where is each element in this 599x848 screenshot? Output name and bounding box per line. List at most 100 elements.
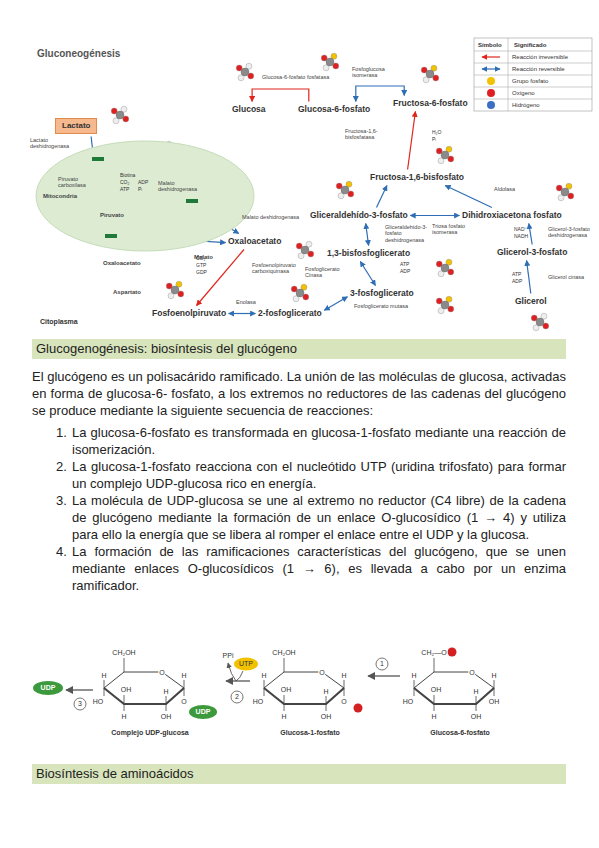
atom: [241, 68, 249, 76]
phosphate-dot: [448, 648, 457, 657]
bond: [284, 695, 285, 704]
bond: [124, 704, 125, 711]
reaction-connector: [252, 89, 309, 102]
atom-label: CH₂OH: [111, 649, 136, 656]
bond: [124, 658, 125, 672]
enzyme-label: Fosfoglicerato mutasa: [354, 303, 409, 309]
atom-label: HO: [92, 698, 105, 705]
list-item: La glucosa-1-fosfato reacciona con el nu…: [72, 458, 566, 492]
node-text: Glucosa-6-fosfato: [298, 104, 370, 115]
atom-label: H: [472, 688, 479, 695]
atom: [301, 246, 309, 254]
atom-label: OH: [488, 698, 501, 705]
label: Complejo UDP-glucosa: [111, 729, 188, 737]
utp-pill: [234, 658, 258, 671]
metabolite-label: Oxaloacetato: [228, 236, 281, 247]
bond: [184, 680, 185, 688]
atom: [171, 286, 179, 294]
node-text: Dihidroxiacetona fosfato: [462, 210, 562, 221]
atom-label: H: [120, 713, 127, 720]
metabolite-label: Fosfoenolpiruvato: [152, 308, 226, 319]
atom-label: HO: [252, 698, 265, 705]
legend-grid: [474, 38, 592, 111]
node-text: Lactato: [62, 121, 90, 131]
node-text: Oxaloacetato: [228, 236, 281, 247]
atom: [116, 111, 124, 119]
reaction-connector: [197, 250, 245, 306]
section-band: Biosíntesis de aminoácidos: [32, 764, 566, 784]
label: PPi: [223, 652, 234, 660]
bond: [284, 704, 285, 711]
atom-label: H: [100, 672, 107, 679]
callout-circle: [231, 691, 243, 703]
metabolite-label: Fructosa-6-fosfato: [393, 98, 468, 109]
mitochondrion-shape: [36, 141, 254, 251]
enzyme-label: Malato deshidrogenasa: [242, 214, 314, 220]
list-number: 4.: [56, 543, 67, 560]
atom-label: O: [318, 669, 325, 676]
atom: [561, 188, 569, 196]
reaction-connector: [529, 224, 532, 245]
label: ATP: [400, 262, 409, 268]
paragraph: El glucógeno es un polisacárido ramifica…: [32, 368, 566, 419]
atom-label: OH: [160, 713, 173, 720]
atom-label: OH: [470, 713, 483, 720]
enzyme-label: Enolasa: [236, 299, 266, 305]
reaction-arrow: [228, 663, 236, 681]
label: Significado: [514, 42, 546, 49]
atom-label: H: [340, 672, 347, 679]
node-text: Glucosa: [232, 104, 266, 115]
legend-text: Oxígeno: [512, 90, 535, 97]
reaction-connector: [410, 215, 459, 216]
label: Pᵢ: [138, 187, 142, 193]
atom: [341, 186, 349, 194]
label: ADP: [512, 279, 522, 285]
list-number: 3.: [56, 492, 67, 509]
ring-outline: [264, 672, 344, 688]
atom: [326, 58, 334, 66]
label: Biotina: [120, 173, 135, 179]
label: GTP: [196, 263, 206, 269]
label: ADP: [400, 269, 410, 275]
metabolite-label: Glicerol: [515, 296, 547, 307]
node-text: Piruvato: [100, 210, 124, 220]
atom-label: OH: [280, 686, 293, 693]
atom: [536, 318, 544, 326]
legend-arrow-sample: [482, 68, 500, 69]
ring-outline: [414, 672, 494, 688]
mitochondrion-region: MitocondriaPiruvatoOxaloacetatoMalatoAsp…: [35, 140, 255, 252]
node-text: Fosfoenolpiruvato: [152, 308, 226, 319]
atom: [441, 264, 449, 272]
legend-text: Reacción irreversible: [512, 54, 568, 61]
label: GDP: [196, 270, 207, 276]
bond: [264, 688, 265, 696]
label: Glucosa-1-fosfato: [280, 729, 340, 737]
enzyme-label: Glicerol-3-fosfato deshidrogenasa: [548, 226, 593, 239]
atom-label: O: [468, 669, 475, 676]
diagram-title: Gluconeogénesis: [37, 48, 120, 60]
atom-label: H: [162, 688, 169, 695]
ring-outline: [264, 688, 344, 704]
bond: [166, 704, 167, 711]
node-text: Glicerol-3-fosfato: [497, 247, 567, 258]
label: ADP: [138, 180, 148, 186]
enzyme-label: Gliceraldehído-3-fosfato deshidrogenasa: [385, 224, 431, 243]
callout-circle: [74, 698, 86, 710]
enzyme-label: Fosfoenolpiruvato carboxiquinasa: [252, 262, 304, 275]
list-item: La formación de las ramificaciones carac…: [72, 543, 566, 594]
atom-label: H: [410, 672, 417, 679]
bond: [414, 688, 415, 696]
reaction-arrow: [66, 689, 93, 690]
legend-text: Reacción reversible: [512, 66, 565, 73]
callout-number: 1: [380, 660, 384, 668]
atom-label: O: [180, 698, 187, 705]
phosphate-dot: [354, 704, 363, 713]
node-text: Gliceraldehído-3-fosfato: [310, 210, 408, 221]
reaction-connector: [366, 224, 369, 246]
reaction-connector: [324, 297, 347, 310]
metabolite-box: Malato: [186, 199, 198, 203]
metabolite-label: Fructosa-1,6-bisfosfato: [370, 172, 464, 183]
bond: [494, 680, 495, 688]
label: ATP: [512, 272, 521, 278]
